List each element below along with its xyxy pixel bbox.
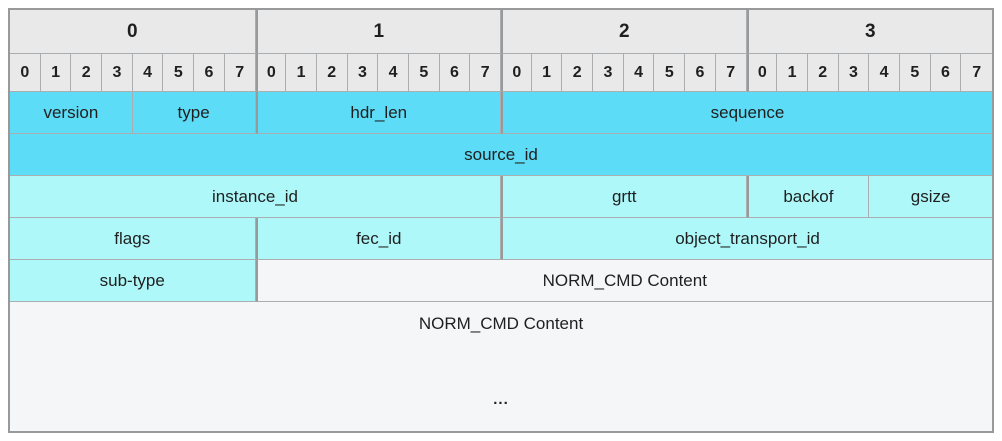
bit-label: 1: [531, 54, 563, 92]
bit-label: 3: [593, 54, 624, 92]
bit-label: 5: [899, 54, 931, 92]
bit-label: 6: [685, 54, 716, 92]
bit-label: 4: [869, 54, 900, 92]
norm-cmd-content-label: NORM_CMD Content: [418, 314, 584, 333]
field-version: version: [10, 92, 133, 134]
bit-label: 2: [562, 54, 594, 92]
field-flags: flags: [10, 218, 256, 260]
bit-label: 0: [255, 54, 287, 92]
field-instance-id: instance_id: [10, 176, 501, 218]
bit-label: 1: [40, 54, 72, 92]
bit-label: 6: [930, 54, 962, 92]
field-sub-type: sub-type: [10, 260, 256, 302]
bit-label: 3: [838, 54, 870, 92]
field-hdr-len: hdr_len: [255, 92, 501, 134]
bit-label: 5: [408, 54, 440, 92]
bit-label: 7: [715, 54, 747, 92]
bit-label: 0: [10, 54, 41, 92]
bit-label: 7: [224, 54, 256, 92]
bit-label: 0: [501, 54, 532, 92]
field-gsize: gsize: [869, 176, 992, 218]
bit-label: 6: [439, 54, 471, 92]
bit-label: 7: [961, 54, 992, 92]
byte-header-0: 0: [10, 10, 256, 54]
norm-cmd-content-area: NORM_CMD Content ...: [10, 302, 992, 431]
bit-label: 2: [807, 54, 839, 92]
bit-label: 4: [378, 54, 409, 92]
byte-header-2: 2: [501, 10, 747, 54]
byte-header-3: 3: [746, 10, 992, 54]
bit-label: 4: [623, 54, 655, 92]
field-fec-id: fec_id: [255, 218, 501, 260]
bit-label: 2: [316, 54, 348, 92]
bit-label: 3: [102, 54, 133, 92]
field-backof: backof: [746, 176, 870, 218]
content-ellipsis: ...: [493, 391, 509, 408]
bit-label: 1: [777, 54, 808, 92]
bit-label: 5: [654, 54, 686, 92]
bit-label: 2: [71, 54, 103, 92]
bit-label: 0: [746, 54, 778, 92]
bit-label: 4: [132, 54, 164, 92]
byte-header-1: 1: [255, 10, 501, 54]
field-sequence: sequence: [501, 92, 992, 134]
field-type: type: [132, 92, 256, 134]
bit-label: 3: [347, 54, 379, 92]
bit-label: 6: [194, 54, 225, 92]
field-grtt: grtt: [501, 176, 747, 218]
bit-label: 5: [163, 54, 195, 92]
field-object-transport-id: object_transport_id: [501, 218, 992, 260]
bit-label: 7: [470, 54, 501, 92]
field-source-id: source_id: [10, 134, 992, 176]
field-norm-cmd-content: NORM_CMD Content: [255, 260, 992, 302]
bit-label: 1: [286, 54, 317, 92]
